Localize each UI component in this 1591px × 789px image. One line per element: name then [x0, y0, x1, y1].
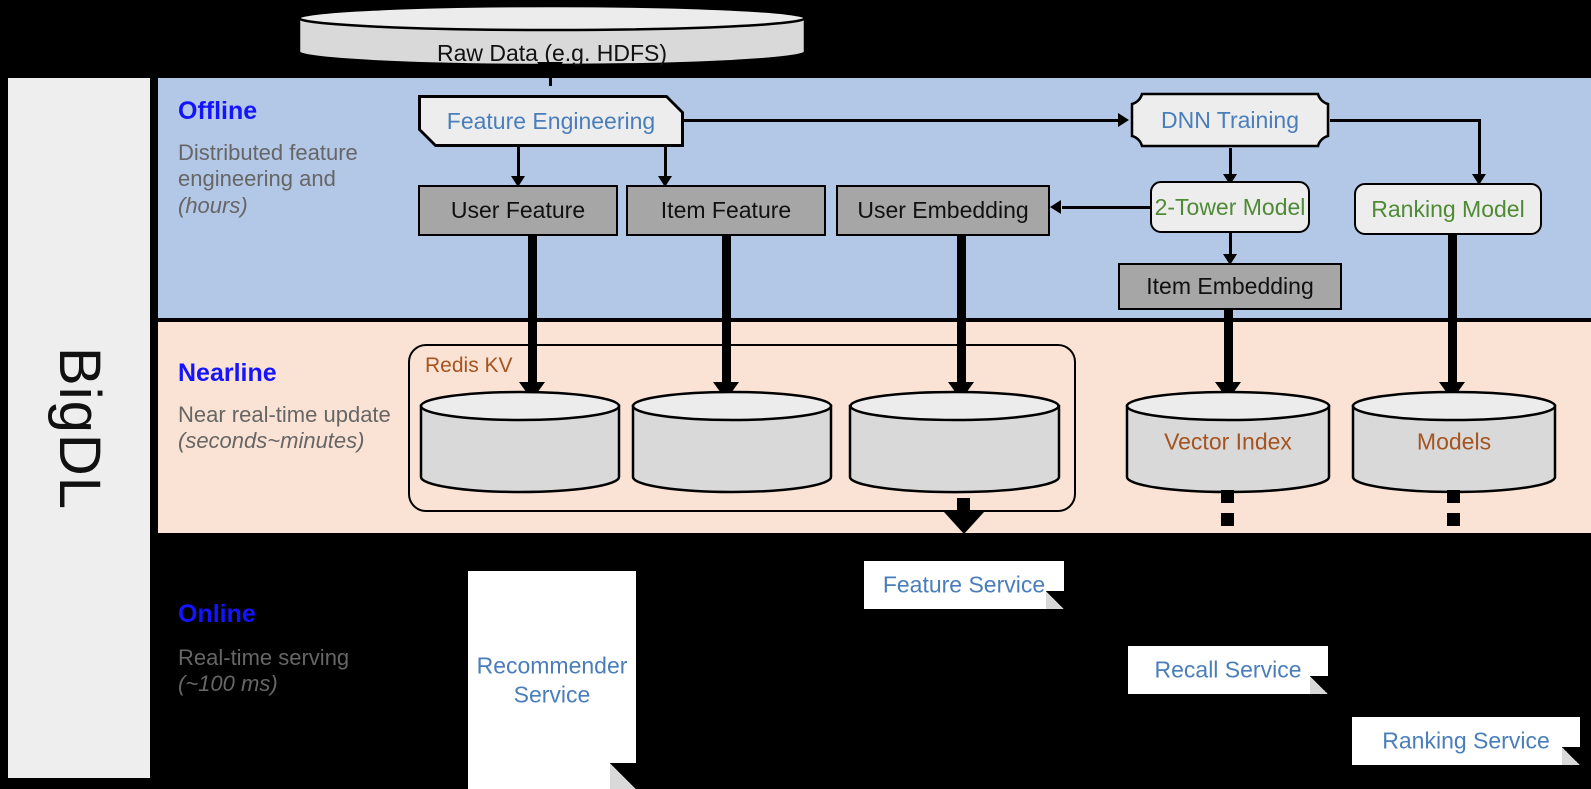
- connector-twotower-userembedding-line: [1062, 206, 1150, 209]
- kv-store-cylinder-user-embedding[interactable]: [847, 389, 1062, 494]
- connector-itemembedding-vectorindex-line: [1224, 310, 1233, 388]
- ranking-model-label: Ranking Model: [1371, 195, 1525, 222]
- connector-redis-featureservice-stub: [957, 498, 970, 514]
- raw-data-label: Raw Data (e.g. HDFS): [436, 40, 668, 66]
- ranking-service-node[interactable]: Ranking Service: [1352, 717, 1580, 765]
- two-tower-model-label: 2-Tower Model: [1154, 193, 1306, 220]
- connector-userfeature-store-line: [528, 236, 537, 388]
- connector-dnn-ranking-arrow: [1472, 174, 1486, 185]
- connector-twotower-itemembedding-line: [1229, 233, 1232, 259]
- two-tower-model-node[interactable]: 2-Tower Model: [1150, 181, 1310, 233]
- connector-twotower-userembedding-arrow: [1050, 200, 1061, 214]
- connector-dnn-ranking-v: [1478, 119, 1481, 178]
- offline-band-title: Offline: [178, 97, 258, 125]
- connector-rawdata-fe-arrow: [537, 62, 563, 80]
- item-embedding-node[interactable]: Item Embedding: [1118, 263, 1342, 310]
- connector-fe-itemfeature-arrow: [658, 176, 672, 187]
- feature-service-node[interactable]: Feature Service: [864, 561, 1064, 609]
- user-embedding-label: User Embedding: [857, 197, 1029, 223]
- recall-service-node[interactable]: Recall Service: [1128, 646, 1328, 694]
- dnn-training-node[interactable]: DNN Training: [1130, 92, 1330, 148]
- models-label: Models: [1416, 428, 1492, 454]
- online-band-description: Real-time serving (~100 ms): [178, 645, 408, 698]
- redis-kv-label: Redis KV: [425, 354, 513, 377]
- user-embedding-node[interactable]: User Embedding: [836, 185, 1050, 236]
- user-feature-label: User Feature: [450, 197, 586, 223]
- ranking-model-node[interactable]: Ranking Model: [1354, 183, 1542, 235]
- nearline-band-title: Nearline: [178, 359, 277, 387]
- online-desc-text: Real-time serving: [178, 645, 350, 670]
- connector-models-ranking-dash-1: [1447, 490, 1460, 503]
- vector-index-label: Vector Index: [1164, 428, 1292, 454]
- raw-data-cylinder: Raw Data (e.g. HDFS): [296, 4, 808, 66]
- connector-fe-dnn-arrow: [1118, 113, 1129, 127]
- online-band-title: Online: [178, 600, 256, 628]
- feature-engineering-node[interactable]: Feature Engineering: [418, 95, 684, 147]
- recommender-service-label: Recommender Service: [476, 652, 628, 707]
- page-fold-icon: [610, 763, 636, 789]
- page-fold-icon: [1046, 591, 1064, 609]
- feature-engineering-label: Feature Engineering: [421, 98, 681, 144]
- connector-models-ranking-dash-2: [1447, 513, 1460, 526]
- offline-band-description: Distributed feature engineering and (hou…: [178, 140, 408, 219]
- online-latency: (~100 ms): [178, 671, 278, 697]
- redis-kv-container: [408, 344, 1076, 512]
- item-embedding-label: Item Embedding: [1146, 273, 1314, 299]
- feature-service-label: Feature Service: [882, 571, 1046, 598]
- nearline-desc-text: Near real-time update: [178, 402, 391, 427]
- connector-fe-itemfeature-line: [664, 147, 667, 180]
- page-fold-icon: [1310, 676, 1328, 694]
- bigdl-label: BigDL: [46, 346, 112, 510]
- connector-itemfeature-store-line: [722, 236, 731, 388]
- connector-dnn-ranking-h: [1330, 119, 1480, 122]
- models-cylinder[interactable]: Models: [1350, 389, 1558, 494]
- ranking-service-label: Ranking Service: [1382, 727, 1550, 754]
- connector-vectorindex-recall-dash-2: [1221, 513, 1234, 526]
- page-fold-icon: [1562, 747, 1580, 765]
- connector-fe-userfeature-arrow: [511, 176, 525, 187]
- offline-latency: (hours): [178, 192, 248, 218]
- connector-rankingmodel-models-line: [1448, 235, 1457, 388]
- nearline-band-description: Near real-time update (seconds~minutes): [178, 402, 408, 455]
- dnn-training-label: DNN Training: [1160, 106, 1300, 133]
- connector-vectorindex-recall-dash-1: [1221, 490, 1234, 503]
- user-feature-node[interactable]: User Feature: [418, 185, 618, 236]
- recommender-service-node[interactable]: Recommender Service: [468, 571, 636, 789]
- connector-redis-featureservice-arrow: [944, 512, 984, 534]
- offline-desc-text: Distributed feature engineering and: [178, 140, 358, 192]
- connector-dnn-twotower-arrow: [1223, 174, 1237, 185]
- nearline-latency: (seconds~minutes): [178, 428, 365, 454]
- bigdl-framework-rail: BigDL: [8, 78, 150, 778]
- kv-store-cylinder-item-feature[interactable]: [630, 389, 834, 494]
- item-feature-label: Item Feature: [660, 197, 792, 223]
- connector-userembedding-store-line: [957, 236, 966, 388]
- item-feature-node[interactable]: Item Feature: [626, 185, 826, 236]
- connector-twotower-itemembedding-arrow: [1223, 254, 1237, 265]
- connector-fe-userfeature-line: [517, 147, 520, 180]
- connector-fe-dnn-line: [684, 119, 1119, 122]
- recall-service-label: Recall Service: [1154, 656, 1302, 683]
- vector-index-cylinder[interactable]: Vector Index: [1124, 389, 1332, 494]
- kv-store-cylinder-user-feature[interactable]: [418, 389, 622, 494]
- connector-dnn-twotower-line: [1229, 148, 1232, 178]
